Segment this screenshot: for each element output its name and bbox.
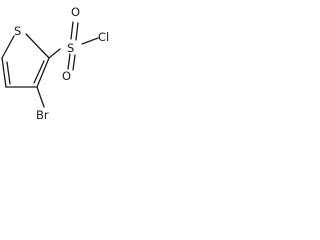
bond-c2-c3 <box>36 57 50 88</box>
bond-sulfonyl-oxygen-top-b <box>75 22 79 41</box>
bond-c2-c3-inner <box>33 60 45 84</box>
bond-c4-c5-inner <box>6 61 11 85</box>
thiophene-ring <box>1 33 50 88</box>
bond-sulfonyl-chlorine <box>81 37 99 45</box>
bond-c4-c5 <box>1 57 7 88</box>
bond-sulfonyl-oxygen-bottom-b <box>72 54 76 71</box>
bond-s1-c2 <box>25 33 50 59</box>
atom-label-thiophene-sulfur: S <box>14 24 21 38</box>
atom-label-sulfonyl-sulfur: S <box>67 41 74 55</box>
bond-sulfonyl-oxygen-top-a <box>70 21 74 40</box>
bond-c2-sulfonyl <box>48 48 61 59</box>
bond-c3-bromine <box>36 86 45 108</box>
atom-label-bromine: Br <box>36 108 49 122</box>
atom-labels: S S O O Cl Br <box>14 5 109 122</box>
atom-label-oxygen-top: O <box>71 5 80 19</box>
atom-label-oxygen-bottom: O <box>62 69 71 83</box>
substituent-bonds <box>36 21 99 108</box>
atom-label-chlorine: Cl <box>98 30 109 44</box>
chemical-structure: S S O O Cl Br <box>1 5 109 122</box>
bond-c5-s1 <box>1 35 15 59</box>
bond-sulfonyl-oxygen-bottom-a <box>67 53 71 70</box>
